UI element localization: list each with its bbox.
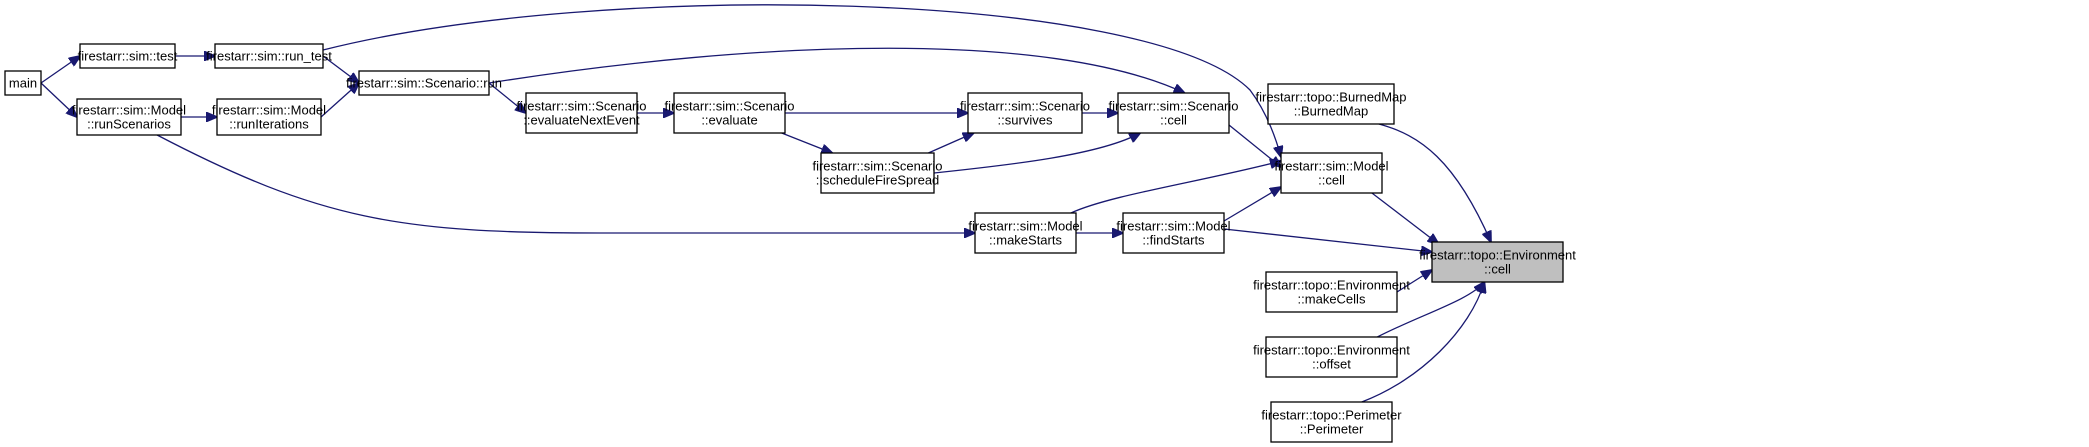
node-box-runIterations <box>216 98 322 136</box>
node-label-evaluateNextEvent-0: firestarr::sim::Scenario <box>516 99 646 114</box>
node-label-runScenarios-0: firestarr::sim::Model <box>72 103 186 118</box>
edge-perimeter-to-env_cell <box>1361 282 1485 403</box>
node-label-evaluateNextEvent-1: ::evaluateNextEvent <box>523 113 640 128</box>
edge-scheduleFireSpread-to-scenario_cell <box>933 133 1140 174</box>
edge-findStarts-to-model_cell <box>1223 187 1281 222</box>
node-box-evaluateNextEvent <box>525 92 638 134</box>
edge-model_cell-to-env_cell <box>1371 192 1439 244</box>
node-label-findStarts-0: firestarr::sim::Model <box>1116 219 1230 234</box>
node-box-main <box>4 70 42 96</box>
node-makeStarts[interactable]: firestarr::sim::Model::makeStarts <box>968 212 1083 254</box>
edge-runScenarios-to-makeStarts <box>156 134 975 233</box>
node-model_cell[interactable]: firestarr::sim::Model::cell <box>1274 152 1389 194</box>
edge-burnedMap-to-env_cell <box>1378 123 1491 242</box>
node-label-scenario_cell-1: ::cell <box>1160 113 1187 128</box>
edge-scenario_run-to-evaluateNextEvent <box>488 82 526 113</box>
node-label-env_cell-0: firestarr::topo::Environment <box>1419 248 1576 263</box>
node-label-runIterations-0: firestarr::sim::Model <box>212 103 326 118</box>
node-box-burnedMap <box>1267 83 1395 125</box>
node-label-makeStarts-1: ::makeStarts <box>989 233 1062 248</box>
edge-main-to-sim_test <box>40 56 80 84</box>
node-label-findStarts-1: ::findStarts <box>1142 233 1205 248</box>
node-box-evaluate <box>673 92 786 134</box>
edge-main-to-runScenarios <box>40 82 77 117</box>
node-label-perimeter-0: firestarr::topo::Perimeter <box>1261 408 1402 423</box>
node-label-burnedMap-1: ::BurnedMap <box>1294 104 1368 119</box>
edge-evaluate-to-scheduleFireSpread <box>781 132 833 153</box>
node-offset[interactable]: firestarr::topo::Environment::offset <box>1253 336 1410 378</box>
node-run_test[interactable]: firestarr::sim::run_test <box>206 43 332 69</box>
node-label-scheduleFireSpread-1: ::scheduleFireSpread <box>816 173 940 188</box>
node-label-survives-0: firestarr::sim::Scenario <box>960 99 1090 114</box>
node-box-sim_test <box>79 43 176 69</box>
node-label-survives-1: ::survives <box>998 113 1053 128</box>
node-perimeter[interactable]: firestarr::topo::Perimeter::Perimeter <box>1261 401 1402 443</box>
node-label-run_test-0: firestarr::sim::run_test <box>206 49 332 64</box>
node-scenario_cell[interactable]: firestarr::sim::Scenario::cell <box>1108 92 1239 134</box>
node-label-evaluate-1: ::evaluate <box>701 113 757 128</box>
node-label-model_cell-1: ::cell <box>1318 173 1345 188</box>
node-box-scenario_cell <box>1117 92 1230 134</box>
node-label-scheduleFireSpread-0: firestarr::sim::Scenario <box>812 159 942 174</box>
node-label-runScenarios-1: ::runScenarios <box>87 117 171 132</box>
edge-makeCells-to-env_cell <box>1396 270 1432 293</box>
node-label-makeCells-1: ::makeCells <box>1298 292 1366 307</box>
node-main[interactable]: main <box>4 70 42 96</box>
node-evaluateNextEvent[interactable]: firestarr::sim::Scenario::evaluateNextEv… <box>516 92 647 134</box>
node-label-evaluate-0: firestarr::sim::Scenario <box>664 99 794 114</box>
node-label-env_cell-1: ::cell <box>1484 262 1511 277</box>
node-scenario_run[interactable]: firestarr::sim::Scenario::run <box>346 70 502 96</box>
node-label-offset-0: firestarr::topo::Environment <box>1253 343 1410 358</box>
node-box-scheduleFireSpread <box>820 152 935 194</box>
node-label-runIterations-1: ::runIterations <box>229 117 309 132</box>
node-survives[interactable]: firestarr::sim::Scenario::survives <box>960 92 1090 134</box>
edge-run_test-to-scenario_run <box>322 55 359 83</box>
node-box-run_test <box>214 43 324 69</box>
node-box-makeCells <box>1265 271 1398 313</box>
node-runIterations[interactable]: firestarr::sim::Model::runIterations <box>212 98 326 136</box>
node-findStarts[interactable]: firestarr::sim::Model::findStarts <box>1116 212 1231 254</box>
edge-scenario_run-to-scenario_cell <box>488 47 1185 93</box>
node-makeCells[interactable]: firestarr::topo::Environment::makeCells <box>1253 271 1410 313</box>
edge-run_test-to-model_cell <box>322 4 1281 157</box>
node-runScenarios[interactable]: firestarr::sim::Model::runScenarios <box>72 98 186 136</box>
node-label-burnedMap-0: firestarr::topo::BurnedMap <box>1255 90 1406 105</box>
node-box-model_cell <box>1280 152 1383 194</box>
node-box-perimeter <box>1270 401 1393 443</box>
node-label-scenario_run-0: firestarr::sim::Scenario::run <box>346 76 502 91</box>
node-label-makeCells-0: firestarr::topo::Environment <box>1253 278 1410 293</box>
node-label-main-0: main <box>9 76 37 91</box>
node-box-makeStarts <box>974 212 1077 254</box>
node-box-findStarts <box>1122 212 1225 254</box>
node-env_cell[interactable]: firestarr::topo::Environment::cell <box>1419 241 1576 283</box>
node-box-survives <box>967 92 1083 134</box>
node-evaluate[interactable]: firestarr::sim::Scenario::evaluate <box>664 92 795 134</box>
edge-findStarts-to-env_cell <box>1223 228 1432 252</box>
node-box-env_cell <box>1431 241 1564 283</box>
node-label-perimeter-1: ::Perimeter <box>1300 422 1364 437</box>
node-sim_test[interactable]: firestarr::sim::test <box>78 43 178 69</box>
node-box-offset <box>1265 336 1398 378</box>
edge-runIterations-to-scenario_run <box>320 83 359 118</box>
edge-scheduleFireSpread-to-survives <box>928 133 973 154</box>
node-box-scenario_run <box>358 70 490 96</box>
node-scheduleFireSpread[interactable]: firestarr::sim::Scenario::scheduleFireSp… <box>812 152 943 194</box>
node-burnedMap[interactable]: firestarr::topo::BurnedMap::BurnedMap <box>1255 83 1407 125</box>
edges-layer <box>40 4 1491 403</box>
node-label-offset-1: ::offset <box>1312 357 1351 372</box>
node-label-sim_test-0: firestarr::sim::test <box>78 49 178 64</box>
node-label-makeStarts-0: firestarr::sim::Model <box>968 219 1082 234</box>
node-box-runScenarios <box>76 98 182 136</box>
node-label-model_cell-0: firestarr::sim::Model <box>1274 159 1388 174</box>
node-label-scenario_cell-0: firestarr::sim::Scenario <box>1108 99 1238 114</box>
edge-makeStarts-to-model_cell <box>1070 161 1281 214</box>
